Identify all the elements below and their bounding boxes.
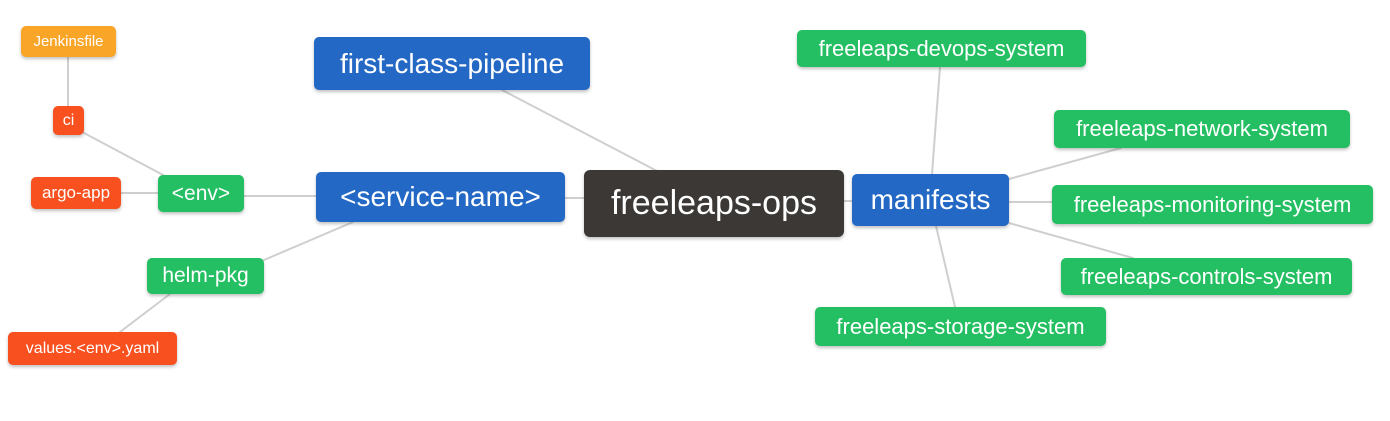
node-freeleaps-controls-system[interactable]: freeleaps-controls-system [1061, 258, 1352, 295]
node-service-name[interactable]: <service-name> [316, 172, 565, 222]
node-freeleaps-monitoring-system[interactable]: freeleaps-monitoring-system [1052, 185, 1373, 224]
node-helm-pkg[interactable]: helm-pkg [147, 258, 264, 294]
node-first-class-pipeline[interactable]: first-class-pipeline [314, 37, 590, 90]
node-freeleaps-ops[interactable]: freeleaps-ops [584, 170, 844, 237]
node-manifests[interactable]: manifests [852, 174, 1009, 226]
edge-manifests-storage [935, 225, 956, 308]
node-argo-app[interactable]: argo-app [31, 177, 121, 209]
node-jenkinsfile[interactable]: Jenkinsfile [21, 26, 116, 57]
edge-manifests-network [1008, 147, 1122, 180]
edge-helm-pkg-service-name [263, 221, 354, 261]
node-freeleaps-storage-system[interactable]: freeleaps-storage-system [815, 307, 1106, 346]
edge-ci-env [83, 132, 166, 177]
node-freeleaps-network-system[interactable]: freeleaps-network-system [1054, 110, 1350, 148]
edge-pipeline-ops [501, 89, 658, 172]
edge-manifests-controls [1008, 222, 1134, 259]
node-values-env-yaml[interactable]: values.<env>.yaml [8, 332, 177, 365]
edge-values-helm-pkg [119, 293, 171, 333]
node-freeleaps-devops-system[interactable]: freeleaps-devops-system [797, 30, 1086, 67]
node-ci[interactable]: ci [53, 106, 84, 135]
edge-manifests-devops [931, 66, 941, 175]
node-env[interactable]: <env> [158, 175, 244, 212]
